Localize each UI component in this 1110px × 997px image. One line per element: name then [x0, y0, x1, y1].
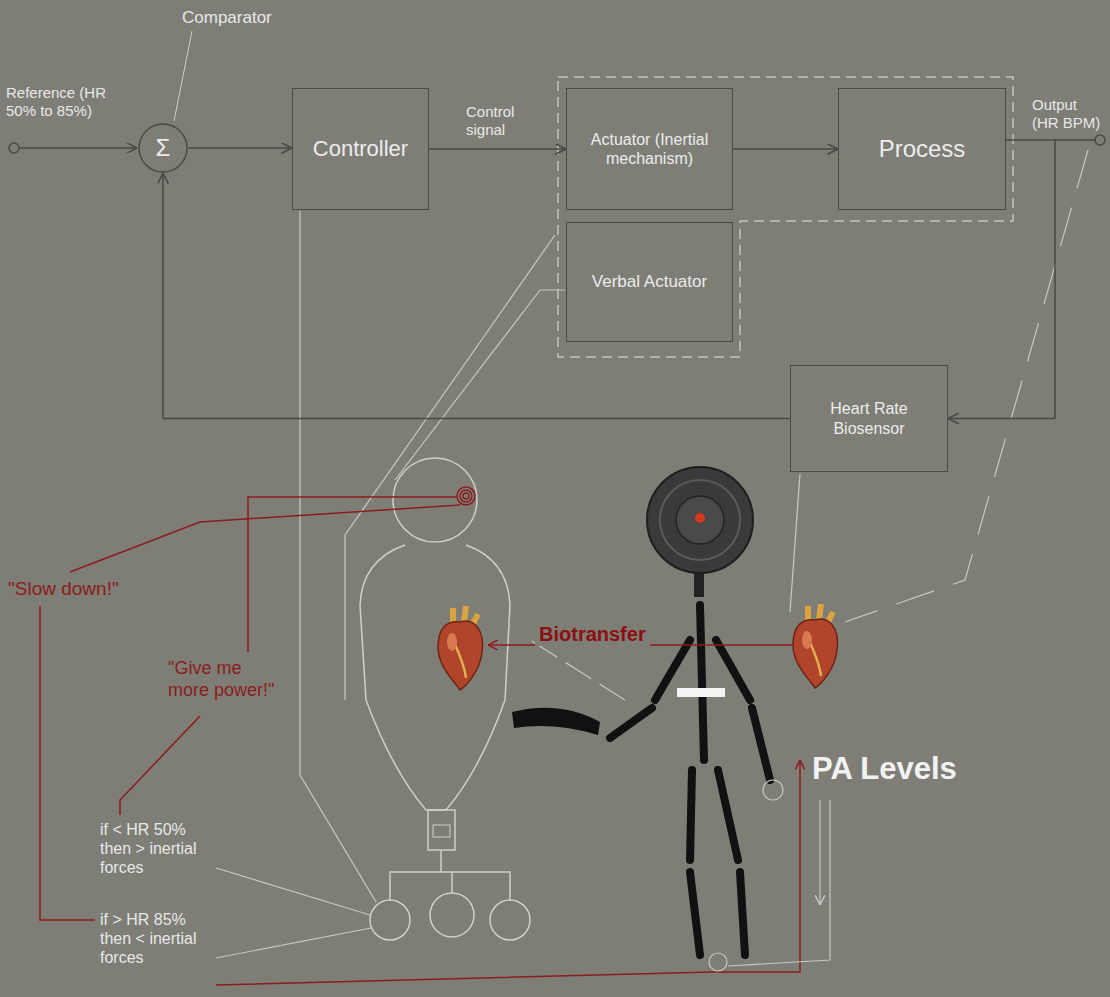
leader-line	[845, 150, 1088, 622]
robot-axle	[390, 872, 510, 900]
red-leader	[70, 505, 460, 572]
robot-axle	[451, 872, 453, 893]
signal-connector	[188, 147, 292, 149]
voice-command: "Give me more power!"	[168, 658, 282, 701]
reference-wire	[19, 147, 137, 149]
red-leader	[40, 606, 95, 920]
joint-marker	[763, 780, 783, 800]
red-arrow	[216, 760, 800, 985]
shield-ring	[676, 496, 724, 544]
output-terminal	[1095, 135, 1105, 145]
shield-light	[695, 513, 705, 523]
voice-command: "Slow down!"	[8, 578, 158, 601]
dashed-boundary	[558, 77, 1013, 357]
robot-base	[433, 825, 450, 837]
sensor-box: Heart Rate Biosensor	[790, 365, 948, 472]
red-leader	[248, 497, 457, 652]
signal-connector	[429, 148, 566, 150]
shield-ring	[660, 480, 740, 560]
leader-line	[728, 800, 830, 966]
robot-eye	[460, 490, 472, 502]
robot-eye	[457, 487, 475, 505]
skeleton	[610, 605, 770, 955]
signal-label: Output (HR BPM)	[1032, 96, 1104, 132]
leader-line	[174, 31, 192, 121]
robot-head	[393, 458, 477, 542]
robot-wheel	[370, 900, 410, 940]
leader-line	[790, 474, 800, 612]
transfer-label: Biotransfer	[535, 622, 650, 646]
skeleton-bone	[512, 708, 600, 735]
shield-disc	[647, 467, 753, 573]
box-label: Verbal Actuator	[592, 272, 707, 292]
leader-line	[300, 211, 376, 902]
leader-line	[216, 868, 370, 915]
rule-note: if < HR 50% then > inertial forces	[100, 820, 212, 878]
shield-stem	[694, 573, 704, 597]
comparator-circle: Σ	[138, 123, 188, 173]
heart-shape	[438, 621, 483, 690]
robot-eye	[463, 493, 469, 499]
heart-illustration	[438, 606, 483, 690]
skeleton-leg	[690, 770, 692, 860]
red-leader	[120, 716, 200, 815]
rule-note: if > HR 85% then < inertial forces	[100, 910, 212, 968]
box-label: Heart Rate Biosensor	[799, 399, 939, 437]
operator-symbol: Σ	[156, 134, 171, 163]
pa-label: PA Levels	[812, 750, 957, 787]
skeleton-leg	[690, 872, 700, 955]
process-box: Process	[838, 88, 1006, 210]
heart-highlight	[447, 633, 457, 651]
robot-axle	[440, 850, 442, 872]
actuator-box: Verbal Actuator	[566, 222, 733, 342]
circle-outline	[139, 124, 187, 172]
joint-marker	[709, 953, 727, 971]
heart-shape	[793, 619, 838, 688]
leader-line	[216, 928, 371, 958]
heart-illustration	[793, 604, 838, 688]
signal-connector	[733, 148, 838, 150]
robot-wheel	[490, 900, 530, 940]
leader-arrow	[819, 800, 820, 905]
output-wire	[1055, 139, 1095, 141]
leader-line	[395, 290, 565, 480]
signal-label: Reference (HR 50% to 85%)	[6, 84, 128, 120]
heart-highlight	[802, 631, 812, 649]
input-terminal	[9, 143, 19, 153]
skeleton-leg	[718, 770, 738, 860]
sensor-band	[677, 688, 725, 697]
edge-label: Control signal	[466, 103, 530, 139]
actuator-box: Actuator (Inertial mechanism)	[566, 88, 733, 210]
box-label: Controller	[313, 136, 408, 162]
robot-body	[360, 545, 510, 810]
leader-line	[530, 640, 625, 700]
callout-label: Comparator	[182, 8, 302, 28]
robot-wheel	[430, 893, 474, 937]
box-label: Actuator (Inertial mechanism)	[575, 130, 724, 168]
leader-line	[345, 235, 555, 700]
signal-connector	[948, 140, 1055, 419]
skeleton-arm	[752, 708, 770, 780]
controller-box: Controller	[292, 88, 429, 210]
skeleton-spine	[700, 605, 704, 760]
skeleton-leg	[740, 872, 745, 955]
skeleton-arm	[610, 708, 652, 738]
box-label: Process	[879, 135, 966, 164]
robot-base	[428, 810, 455, 850]
